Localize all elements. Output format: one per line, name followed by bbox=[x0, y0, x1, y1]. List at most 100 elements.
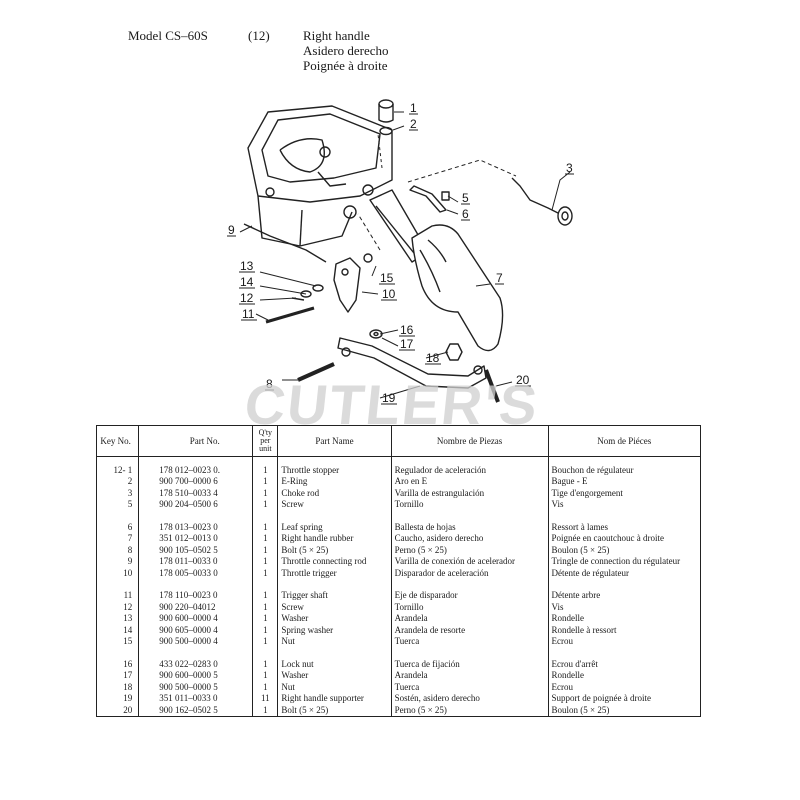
nombre-cell: Arandela de resorte bbox=[390, 624, 549, 636]
throttle-trigger bbox=[265, 253, 373, 324]
qty-cell: 1 bbox=[252, 464, 279, 476]
title-english: Right handle bbox=[303, 28, 370, 43]
part-name-cell: Bolt (5 × 25) bbox=[277, 544, 392, 556]
callout-number: 6 bbox=[462, 207, 469, 221]
qty-cell: 1 bbox=[252, 521, 279, 533]
part-no-cell: 900 500–0000 4 bbox=[138, 635, 254, 647]
part-no-cell: 178 005–0033 0 bbox=[138, 567, 254, 579]
part-name-cell: Right handle rubber bbox=[277, 532, 392, 544]
part-no-cell: 900 162–0502 5 bbox=[138, 704, 254, 717]
qty-cell: 1 bbox=[252, 567, 279, 579]
part-no-cell: 900 204–0500 6 bbox=[138, 498, 254, 510]
callout-number: 15 bbox=[380, 271, 394, 285]
callout-number: 7 bbox=[496, 271, 503, 285]
key-no-cell: 12- 1 bbox=[95, 464, 140, 476]
nom-cell: Ecrou d'arrêt bbox=[547, 658, 702, 670]
nombre-cell: Varilla de conexión de acelerador bbox=[390, 555, 549, 567]
part-name-cell: Screw bbox=[277, 601, 392, 613]
key-no-cell: 16 bbox=[95, 658, 140, 670]
nombre-cell: Regulador de aceleración bbox=[390, 464, 549, 476]
part-name-cell: Bolt (5 × 25) bbox=[277, 704, 392, 717]
nombre-cell: Tornillo bbox=[390, 498, 549, 510]
part-no-cell: 178 013–0023 0 bbox=[138, 521, 254, 533]
key-no-cell: 2 bbox=[95, 475, 140, 487]
part-no-cell: 178 510–0033 4 bbox=[138, 487, 254, 499]
handle-supporter bbox=[297, 329, 500, 403]
nombre-cell: Tuerca de fijación bbox=[390, 658, 549, 670]
throttle-connecting-rod bbox=[243, 223, 327, 263]
part-name-cell: Trigger shaft bbox=[277, 589, 392, 601]
col-nom-pieces: Nom de Piéces bbox=[547, 425, 702, 457]
col-qty: Q'ty per unit bbox=[252, 425, 279, 457]
key-no-cell: 13 bbox=[95, 612, 140, 624]
key-no-cell: 9 bbox=[95, 555, 140, 567]
key-no-cell: 11 bbox=[95, 589, 140, 601]
nombre-cell: Ballesta de hojas bbox=[390, 521, 549, 533]
callout-number: 1 bbox=[410, 101, 417, 115]
nom-cell: Détente arbre bbox=[547, 589, 702, 601]
qty-cell: 1 bbox=[252, 624, 279, 636]
part-name-cell: Throttle connecting rod bbox=[277, 555, 392, 567]
qty-cell: 1 bbox=[252, 601, 279, 613]
callout-number: 8 bbox=[266, 377, 273, 391]
qty-cell: 1 bbox=[252, 498, 279, 510]
nombre-cell: Sostén, asidero derecho bbox=[390, 692, 549, 704]
part-no-cell: 178 110–0023 0 bbox=[138, 589, 254, 601]
part-name-cell: Lock nut bbox=[277, 658, 392, 670]
col-part-name: Part Name bbox=[277, 425, 392, 457]
throttle-stopper bbox=[378, 99, 394, 136]
nombre-cell: Arandela bbox=[390, 669, 549, 681]
key-no-cell: 6 bbox=[95, 521, 140, 533]
key-no-cell: 5 bbox=[95, 498, 140, 510]
qty-cell: 1 bbox=[252, 487, 279, 499]
part-name-cell: Spring washer bbox=[277, 624, 392, 636]
qty-cell: 1 bbox=[252, 475, 279, 487]
nombre-cell: Tornillo bbox=[390, 601, 549, 613]
qty-cell: 1 bbox=[252, 555, 279, 567]
part-no-cell: 178 011–0033 0 bbox=[138, 555, 254, 567]
nombre-cell: Tuerca bbox=[390, 681, 549, 693]
qty-cell: 1 bbox=[252, 635, 279, 647]
figure-number: (12) bbox=[248, 28, 270, 43]
title-french: Poignée à droite bbox=[303, 58, 388, 73]
callout-number: 13 bbox=[240, 259, 254, 273]
nom-cell: Rondelle à ressort bbox=[547, 624, 702, 636]
part-name-cell: Washer bbox=[277, 612, 392, 624]
nom-cell: Bague - E bbox=[547, 475, 702, 487]
handle-body bbox=[369, 189, 504, 352]
part-no-cell: 351 012–0013 0 bbox=[138, 532, 254, 544]
callout-number: 2 bbox=[410, 117, 417, 131]
nombre-cell: Eje de disparador bbox=[390, 589, 549, 601]
nombre-cell: Perno (5 × 25) bbox=[390, 544, 549, 556]
part-no-cell: 900 220–04012 bbox=[138, 601, 254, 613]
callout-number: 16 bbox=[400, 323, 414, 337]
leader-lines bbox=[239, 111, 571, 399]
nom-cell: Boulon (5 × 25) bbox=[547, 704, 702, 717]
key-no-cell: 17 bbox=[95, 669, 140, 681]
part-name-cell: Throttle trigger bbox=[277, 567, 392, 579]
part-no-cell: 900 105–0502 5 bbox=[138, 544, 254, 556]
part-no-cell: 900 700–0000 6 bbox=[138, 475, 254, 487]
part-no-cell: 900 600–0000 5 bbox=[138, 669, 254, 681]
callout-number: 5 bbox=[462, 191, 469, 205]
key-no-cell: 7 bbox=[95, 532, 140, 544]
qty-cell: 1 bbox=[252, 681, 279, 693]
part-no-cell: 900 600–0000 4 bbox=[138, 612, 254, 624]
col-part-no: Part No. bbox=[138, 425, 254, 457]
callout-number: 20 bbox=[516, 373, 530, 387]
nom-cell: Détente de régulateur bbox=[547, 567, 702, 579]
